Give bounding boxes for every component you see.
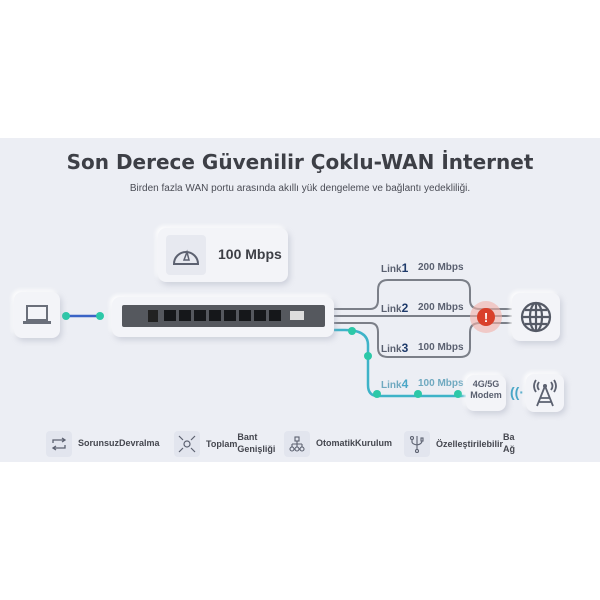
converge-arrows-icon	[174, 431, 200, 457]
router-card	[112, 297, 334, 337]
node-dot	[62, 312, 70, 320]
feature-auto-setup: OtomatikKurulum	[316, 438, 393, 448]
speed-value: 100 Mbps	[218, 246, 282, 262]
modem-card: 4G/5G Modem	[466, 375, 506, 411]
globe-icon	[512, 293, 560, 341]
link1-label: Link1	[381, 261, 409, 275]
modem-line2: Modem	[470, 390, 502, 400]
link3-label: Link3	[381, 341, 409, 355]
sfp-port	[290, 311, 304, 320]
modem-line1: 4G/5G	[472, 379, 500, 389]
laptop-card	[14, 292, 60, 338]
alert-icon	[477, 308, 495, 326]
laptop-icon	[14, 292, 60, 338]
hierarchy-icon	[284, 431, 310, 457]
ethernet-ports	[164, 310, 281, 321]
svg-text:!: !	[484, 310, 488, 325]
link2-label: Link2	[381, 301, 409, 315]
router-device	[122, 305, 325, 327]
feature-seamless-failover: SorunsuzDevralma	[78, 438, 160, 448]
node-dot	[96, 312, 104, 320]
swap-arrows-icon	[46, 431, 72, 457]
wireless-signal-icon: ((·	[510, 384, 524, 400]
link3-speed: 100 Mbps	[418, 342, 464, 353]
internet-card	[512, 293, 560, 341]
node-dot	[414, 390, 422, 398]
cell-tower-icon	[526, 374, 564, 412]
tower-card	[526, 374, 564, 412]
usb-fork-icon	[404, 431, 430, 457]
link4-label: Link4	[381, 377, 409, 391]
node-dot	[364, 352, 372, 360]
speed-card: 100 Mbps	[158, 228, 288, 282]
node-dot	[454, 390, 462, 398]
node-dot	[373, 390, 381, 398]
link4-speed: 100 Mbps	[418, 378, 464, 389]
link1-speed: 200 Mbps	[418, 262, 464, 273]
speedometer-icon	[166, 235, 206, 275]
page-subtitle: Birden fazla WAN portu arasında akıllı y…	[129, 183, 471, 194]
node-dot	[348, 327, 356, 335]
link2-speed: 200 Mbps	[418, 302, 464, 313]
page-title: Son Derece Güvenilir Çoklu-WAN İnternet	[66, 150, 534, 174]
